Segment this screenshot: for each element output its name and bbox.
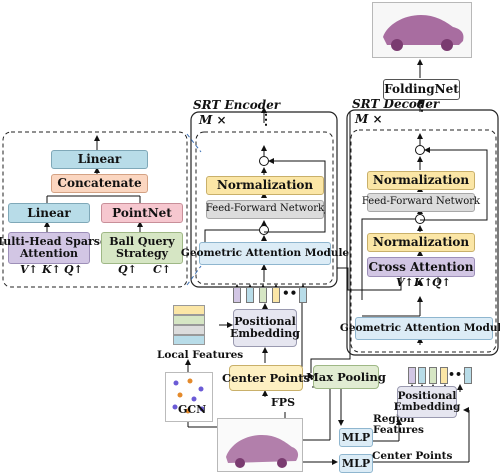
decoder-repeat: M × [355, 112, 383, 126]
decoder-token-1 [408, 367, 416, 384]
decoder-normalization-1: Normalization [367, 171, 475, 190]
mlp-box-2: MLP [339, 454, 373, 473]
linear-top-box: Linear [51, 150, 148, 169]
decoder-dots: ⋮ [415, 98, 429, 114]
input-v-left: V↑ [20, 263, 38, 276]
decoder-input-q: Q↑ [432, 276, 451, 289]
decoder-ffn-box: Feed-Forward Network [362, 193, 480, 212]
center-points-label-right: Center Points [372, 450, 453, 462]
decoder-positional-embedding: Positional Embedding [394, 386, 460, 418]
mhsa-line1: Multi-Head Sparse [0, 235, 107, 249]
decoder-token-3 [429, 367, 437, 384]
fps-label: FPS [271, 396, 296, 409]
local-features-label: Local Features [157, 349, 244, 361]
decoder-token-2 [418, 367, 426, 384]
encoder-title: SRT Encoder [193, 98, 281, 112]
mlp-box-1: MLP [339, 428, 373, 447]
encoder-token-5 [299, 287, 307, 303]
dec-pe-line1: Positional [397, 389, 457, 402]
decoder-title: SRT Decoder [352, 97, 440, 111]
decoder-cross-attention: Cross Attention [367, 257, 475, 277]
decoder-input-k: K↑ [414, 276, 433, 289]
output-car-point-cloud [372, 2, 472, 58]
encoder-normalization-box: Normalization [206, 176, 324, 195]
encoder-dots: ⋮ [259, 112, 273, 128]
encoder-repeat: M × [199, 113, 227, 127]
gcn-graph-svg [172, 378, 205, 414]
pe-line2: Embedding [230, 327, 300, 340]
input-c-right: C↑ [153, 263, 171, 276]
region-line2: Features [373, 424, 424, 437]
decoder-geometric-attention-module: Geometric Attention Module [340, 317, 500, 340]
region-line1: Region [373, 413, 415, 425]
encoder-token-2 [246, 287, 254, 303]
local-features-stack [173, 305, 213, 345]
region-features-label: Region Features [373, 413, 424, 437]
center-points-box: Center Points [222, 365, 310, 391]
decoder-input-v: V↑ [396, 276, 414, 289]
pe-line1: Positional [234, 315, 296, 329]
decoder-token-5 [464, 367, 472, 384]
foldingnet-box: FoldingNet [383, 79, 460, 100]
input-q-left: Q↑ [64, 263, 83, 276]
gcn-graph [165, 372, 213, 422]
encoder-geometric-attention-module: Geometric Attention Module [181, 242, 349, 265]
pointnet-box: PointNet [101, 203, 183, 223]
input-k-left: K↑ [42, 263, 61, 276]
mhsa-line2: Attention [19, 247, 79, 260]
multi-head-sparse-attention-box: Multi-Head Sparse Attention [0, 232, 107, 264]
encoder-token-3 [259, 287, 267, 303]
concatenate-box: Concatenate [51, 174, 148, 193]
decoder-normalization-2: Normalization [367, 233, 475, 252]
decoder-token-ellipsis: ••• [448, 368, 470, 381]
decoder-token-4 [440, 367, 448, 384]
dec-pe-line2: Embedding [393, 401, 461, 413]
encoder-token-1 [233, 287, 241, 303]
encoder-ffn-box: Feed-Forward Network [206, 200, 324, 219]
input-point-cloud [217, 418, 303, 472]
max-pooling-box: Max Pooling [306, 365, 386, 389]
car-cloud-svg [383, 15, 464, 51]
linear-box: Linear [8, 203, 90, 223]
bq-line2: Strategy [115, 247, 169, 260]
input-q-right: Q↑ [118, 263, 137, 276]
ball-query-strategy-box: Ball Query Strategy [101, 232, 183, 264]
encoder-positional-embedding: Positional Embedding [230, 309, 300, 347]
gcn-label: GCN [178, 403, 207, 416]
input-cloud-svg [226, 435, 299, 468]
encoder-token-4 [272, 287, 280, 303]
bq-line1: Ball Query [109, 235, 175, 249]
